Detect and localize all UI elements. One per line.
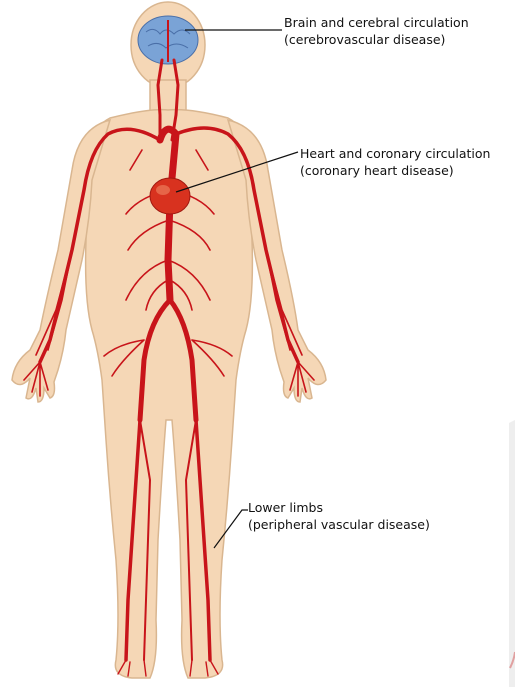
heart-label-title: Heart and coronary circulation [300,145,490,162]
lower-limbs-label-disease: (peripheral vascular disease) [248,516,430,533]
lower-limbs-label-title: Lower limbs [248,499,430,516]
edge-artifact [509,420,515,687]
brain-label-title: Brain and cerebral circulation [284,14,469,31]
heart [150,178,190,214]
heart-label-disease: (coronary heart disease) [300,162,490,179]
body-silhouette [12,2,326,678]
brain [138,16,198,64]
heart-label: Heart and coronary circulation (coronary… [300,145,490,179]
heart-highlight [156,185,170,195]
lower-limbs-label: Lower limbs (peripheral vascular disease… [248,499,430,533]
heart-icon [150,178,190,214]
brain-label: Brain and cerebral circulation (cerebrov… [284,14,469,48]
brain-label-disease: (cerebrovascular disease) [284,31,469,48]
